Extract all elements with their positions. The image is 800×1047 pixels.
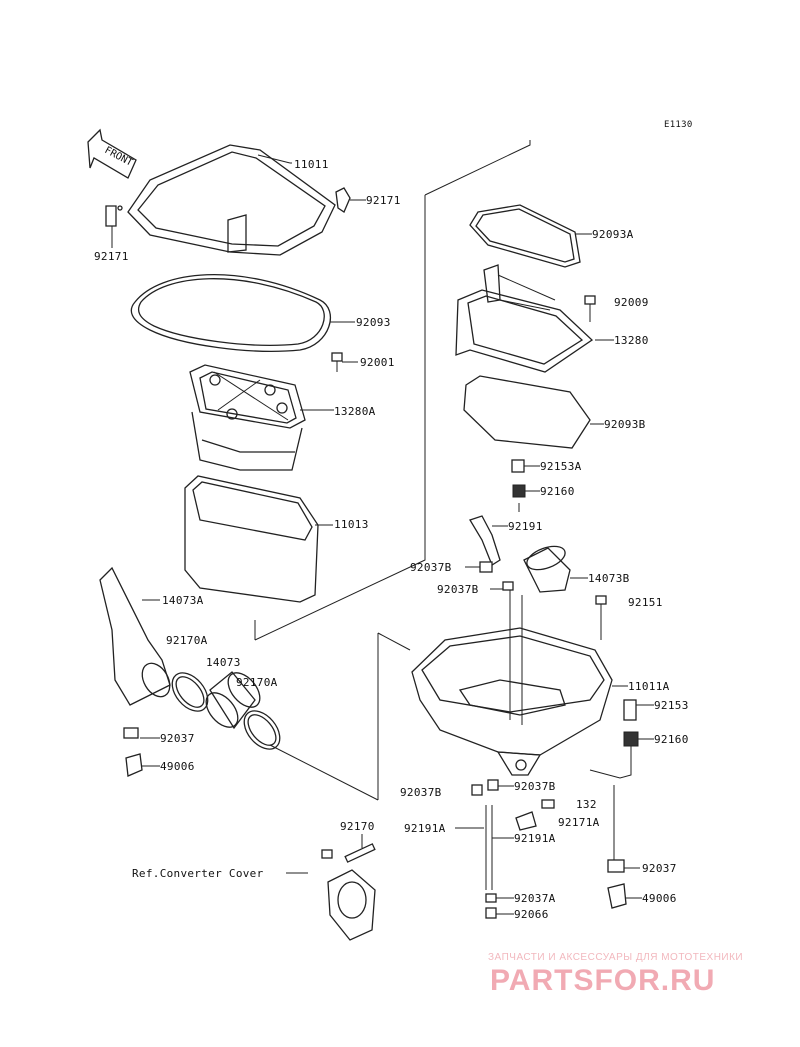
callout-92191: 92191 [508,520,543,533]
callout-92170: 92170 [340,820,375,833]
callout-92037B-1: 92037B [410,561,452,574]
hose-clamp-92170A-2 [243,710,379,801]
callout-92037B-4: 92037B [514,780,556,793]
bolt-92001 [331,352,358,372]
callout-92191A-1: 92191A [404,822,446,835]
callout-13280: 13280 [614,334,649,347]
callout-92037-left: 92037 [160,732,195,745]
callout-14073A: 14073A [162,594,204,607]
bracket-92171A [515,799,555,831]
plug-92066 [485,907,514,919]
intake-boot-14073 [205,671,261,730]
bolt-92009 [584,295,596,322]
holder-49006-right [607,883,642,909]
callout-92066: 92066 [514,908,549,921]
callout-92170A-2: 92170A [236,676,278,689]
callout-ref-converter-cover: Ref.Converter Cover [132,867,264,880]
callout-14073: 14073 [206,656,241,669]
callout-13280A: 13280A [334,405,376,418]
callout-49006-left: 49006 [160,760,195,773]
callout-11013: 11013 [334,518,369,531]
callout-92093A: 92093A [592,228,634,241]
callout-92037B-3: 92037B [400,786,442,799]
clamp-92037-right [607,785,640,873]
callout-92037A: 92037A [514,892,556,905]
hose-clamp-92170A-1 [171,672,209,712]
callout-92171A: 92171A [558,816,600,829]
front-arrow-icon: FRONT [87,128,137,179]
callout-92151: 92151 [628,596,663,609]
callout-132: 132 [576,798,597,811]
gasket-92093A [469,204,592,268]
air-cleaner-case-11011A [411,590,628,776]
hose-92191A [455,805,514,890]
cover-13280 [455,264,614,373]
watermark-tagline: ЗАПЧАСТИ И АКСЕССУАРЫ ДЛЯ МОТОТЕХНИКИ [488,952,744,963]
callout-92037-right: 92037 [642,862,677,875]
holder-49006-left [125,753,160,777]
callout-92153A: 92153A [540,460,582,473]
watermark-brand-logo: PARTSFOR.RU [490,964,716,997]
callout-49006-right: 49006 [642,892,677,905]
converter-cover-ref [286,869,376,941]
clamp-92037A [485,893,514,903]
callout-92093B: 92093B [604,418,646,431]
diagram-ref-code: E1130 [664,120,693,130]
callout-14073B: 14073B [588,572,630,585]
air-filter-element-11013 [184,475,333,603]
callout-11011A: 11011A [628,680,670,693]
clamp-92170 [321,834,376,863]
callout-11011: 11011 [294,158,329,171]
callout-92171-left: 92171 [94,250,129,263]
clamp-92037B-2 [490,581,514,591]
intake-tube-14073B [523,545,588,593]
callout-92170A-1: 92170A [166,634,208,647]
clip-92171-left [105,205,123,248]
intake-duct-14073A [99,566,171,706]
clip-92171-right [335,187,366,213]
callout-92009: 92009 [614,296,649,309]
clamp-92037-left [123,727,160,739]
callout-92191A-2: 92191A [514,832,556,845]
gasket-92093B [463,375,604,449]
hose-92191 [469,515,508,566]
grommet-92160-right [589,731,654,779]
callout-92001: 92001 [360,356,395,369]
callout-92171-right: 92171 [366,194,401,207]
grommet-92160-top [512,484,540,512]
clamp-92037B-4 [487,779,514,791]
gasket-92093 [130,273,355,352]
filter-holder-13280A [189,364,334,471]
air-cleaner-cover-top [127,144,336,256]
bolt-92151 [595,595,607,640]
section-dividers [254,140,531,800]
callout-92153: 92153 [654,699,689,712]
callout-92160-right: 92160 [654,733,689,746]
callout-92160-top: 92160 [540,485,575,498]
callout-92037B-2: 92037B [437,583,479,596]
bolt-92153 [623,699,654,721]
clamp-92037B-3 [471,784,483,796]
clamp-92037B-1 [465,561,493,573]
bolt-92153A [511,459,540,473]
callout-92093: 92093 [356,316,391,329]
